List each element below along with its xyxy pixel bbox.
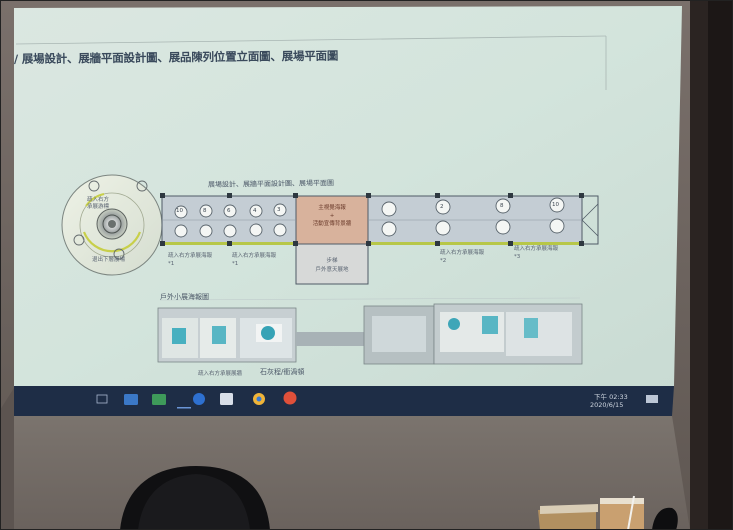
- exhibit-marker-label: 3: [277, 207, 281, 213]
- exhibit-marker-label: 10: [552, 202, 559, 208]
- poster-label-right-2: 疏入右方承展海報 *3: [514, 246, 559, 260]
- exhibit-marker-label: 4: [253, 208, 257, 214]
- poster-label-right-1: 疏入右方承展海報 *2: [440, 250, 485, 264]
- taskbar-date[interactable]: 2020/6/15: [590, 401, 624, 409]
- circle-entry-label: 疏入右方 承展游標: [87, 197, 110, 210]
- exhibit-marker-label: 8: [203, 208, 207, 214]
- photo-caption-2: 石灰程/衝渦頓: [260, 368, 305, 376]
- stairs-outdoor-label: 步梯 戶外意天展地: [315, 258, 349, 273]
- exhibit-marker-label: 10: [176, 208, 183, 214]
- photo-section-title: 戶外小展海報圖: [160, 293, 209, 301]
- exhibit-marker-label: 8: [500, 203, 504, 209]
- main-visual-wall-label: 主視覺海報 + 活動宣傳背景牆: [312, 205, 352, 227]
- floor-plan-title: 展場設計、展牆平面設計圖、展場平面圖: [207, 179, 335, 189]
- poster-label-left-1: 疏入右方承展海報 *1: [168, 253, 213, 267]
- exhibit-marker-label: 6: [227, 208, 231, 214]
- exhibit-marker-label: 2: [440, 204, 444, 210]
- slide-heading: / 展場設計、展牆平面設計圖、展品陳列位置立面圖、展場平面圖: [13, 48, 339, 66]
- photo-caption-1: 疏入右方承展展牆: [198, 371, 243, 377]
- circle-exit-label: 退出下層展場: [92, 257, 126, 263]
- poster-label-left-2: 疏入右方承展海報 *1: [232, 253, 277, 267]
- taskbar-time[interactable]: 下午 02:33: [594, 393, 628, 401]
